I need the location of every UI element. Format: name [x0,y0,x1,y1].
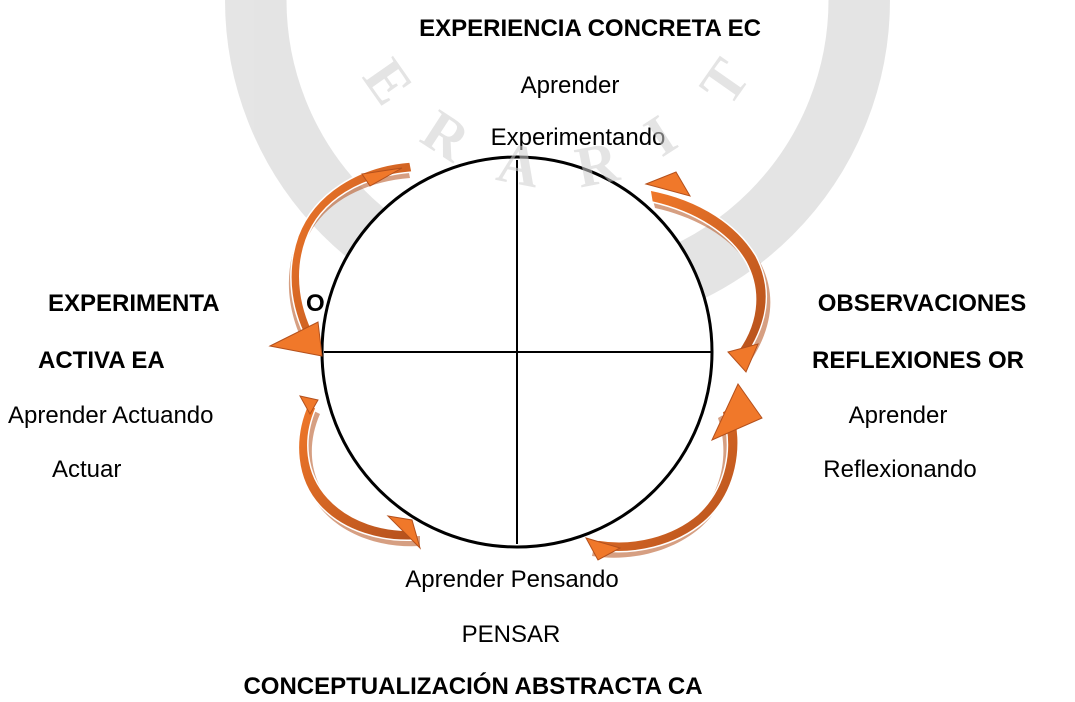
label-reflexiones: REFLEXIONES OR [811,347,1025,374]
label-aprender-actuando: Aprender Actuando [8,402,214,429]
label-activa: ACTIVA EA [38,347,165,374]
arrow-or-to-ca [584,383,763,561]
label-experimentacion-tail: O [306,290,325,317]
label-aprender-right: Aprender [848,402,948,429]
label-aprender-pensando: Aprender Pensando [405,566,619,593]
arrow-ea-to-ec [268,161,413,357]
label-experimentacion: EXPERIMENTA [48,290,220,317]
label-pensar: PENSAR [461,621,561,648]
label-experiencia-concreta: EXPERIENCIA CONCRETA EC [419,15,761,42]
label-observaciones: OBSERVACIONES [817,290,1027,317]
label-reflexionando: Reflexionando [823,456,977,483]
label-actuar: Actuar [52,456,122,483]
cycle-circle [320,155,714,549]
arrow-ec-to-or [644,171,771,373]
arrow-ca-to-ea [297,395,422,550]
label-experimentando: Experimentando [490,124,666,151]
label-conceptualizacion-abstracta: CONCEPTUALIZACIÓN ABSTRACTA CA [243,673,703,700]
label-aprender-top: Aprender [520,72,620,99]
